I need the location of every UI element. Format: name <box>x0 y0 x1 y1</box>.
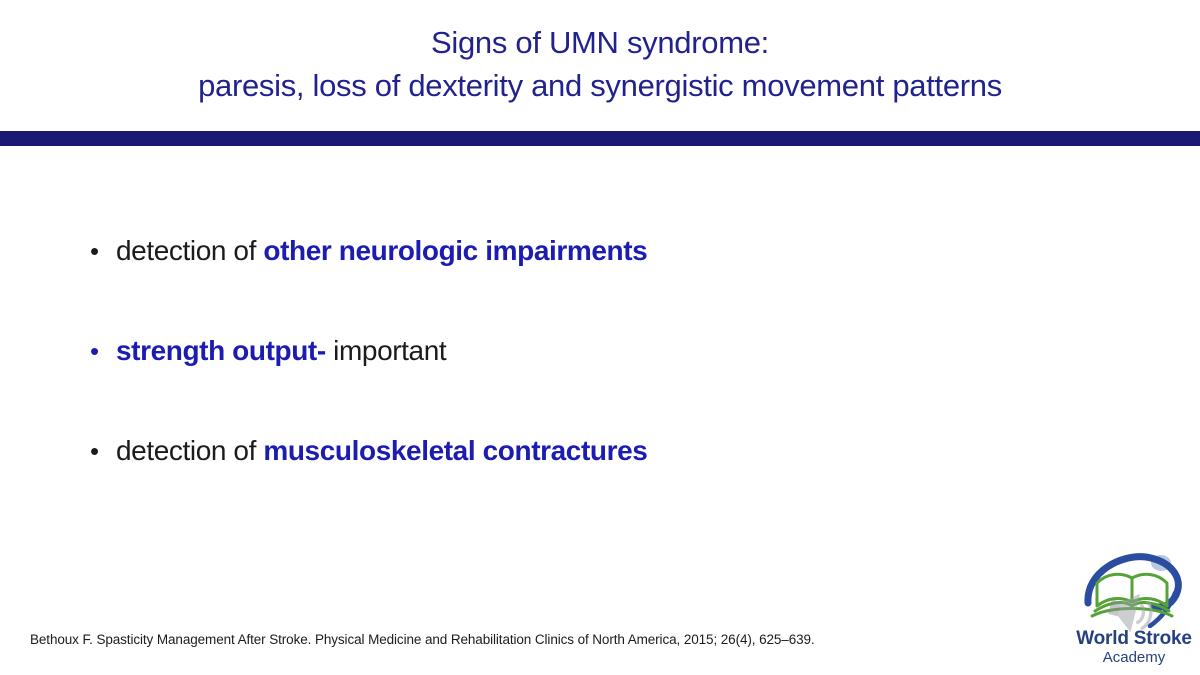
bullet-list: • detection of other neurologic impairmen… <box>90 234 1090 534</box>
muted-speaker-icon <box>1108 593 1153 633</box>
logo-name: World Stroke <box>1076 628 1192 649</box>
bullet-text-normal: important <box>325 335 447 366</box>
bullet-marker: • <box>90 336 99 366</box>
logo-artwork <box>1084 553 1182 628</box>
bullet-text-emphasis: other neurologic impairments <box>263 235 648 266</box>
bullet-marker: • <box>90 236 99 266</box>
bullet-text-emphasis: musculoskeletal contractures <box>263 435 648 466</box>
bullet-marker: • <box>90 436 99 466</box>
bullet-item-1: • detection of other neurologic impairmen… <box>90 234 1090 268</box>
logo-subname: Academy <box>1102 649 1166 666</box>
divider-bar <box>0 131 1200 146</box>
slide-title: Signs of UMN syndrome: paresis, loss of … <box>0 21 1200 107</box>
bullet-item-3: • detection of musculoskeletal contractur… <box>90 434 1090 468</box>
slide-title-line1: Signs of UMN syndrome: <box>431 25 769 60</box>
bullet-item-2: • strength output- important <box>90 334 1090 368</box>
bullet-text-normal: detection of <box>116 235 264 266</box>
world-stroke-academy-logo: World Stroke Academy <box>1072 548 1196 667</box>
slide-title-line2: paresis, loss of dexterity and synergist… <box>198 68 1002 103</box>
citation-text: Bethoux F. Spasticity Management After S… <box>30 632 815 647</box>
bullet-text-normal: detection of <box>116 435 264 466</box>
bullet-text-emphasis: strength output- <box>116 335 326 366</box>
